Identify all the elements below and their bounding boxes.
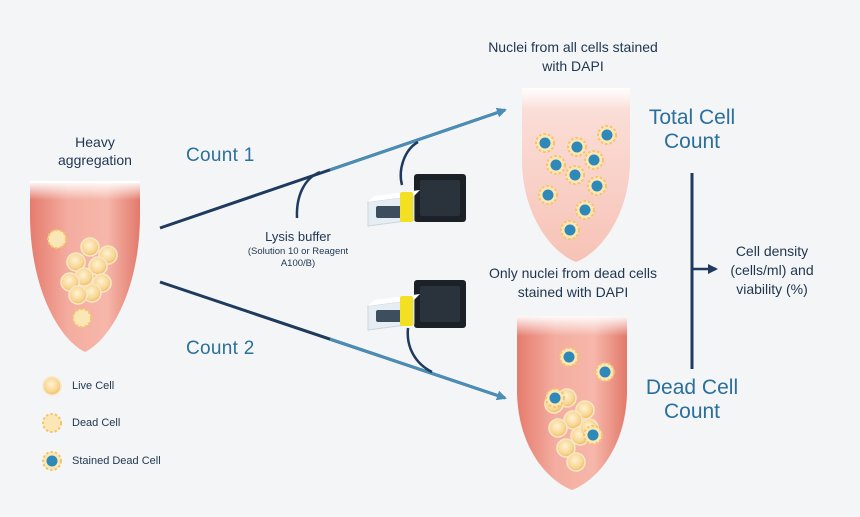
stained-dead-cell-icon [595, 362, 615, 382]
live-cell-icon [68, 285, 88, 305]
count2-label: Count 2 [186, 338, 255, 359]
cell-counter-instrument-2 [367, 280, 466, 331]
lysis-label: Lysis buffer [265, 229, 331, 244]
cell-counter-instrument-1 [367, 174, 466, 227]
legend-stained-label: Stained Dead Cell [72, 455, 161, 467]
cells-layer [42, 125, 617, 472]
stained-dead-cell-icon [587, 176, 607, 196]
stained-dead-cell-icon [559, 347, 579, 367]
live-cell-icon [80, 237, 100, 257]
stained-dead-cell-icon [575, 200, 595, 220]
live-cell-icon [556, 438, 576, 458]
stained-dead-cell-icon [538, 185, 558, 205]
lysis-connector-curve [295, 170, 321, 219]
count1-label: Count 1 [186, 145, 255, 166]
stained-dead-cell-icon [567, 137, 587, 157]
stained-dead-cell-icon [584, 150, 604, 170]
legend-live-label: Live Cell [72, 380, 115, 392]
stained-dead-cell-icon [535, 133, 555, 153]
legend-dead-cell-icon [42, 413, 62, 433]
stained-dead-cell-icon [565, 165, 585, 185]
dead-cell-icon [47, 229, 67, 249]
source-title: Heavy aggregation [58, 134, 132, 168]
count1-arrow-tip [329, 107, 507, 172]
output-label: Cell density (cells/ml) and viability (%… [730, 243, 814, 297]
stained-dead-cell-icon [597, 125, 617, 145]
legend-stained-cell-icon [42, 451, 62, 471]
dead-cell-icon [72, 308, 92, 328]
count2-arrow-tip [329, 337, 507, 401]
dead-count-label: Dead Cell Count [645, 376, 739, 423]
live-cell-icon [563, 410, 583, 430]
lysis-sub-label: (Solution 10 or Reagent A100/B) [247, 246, 349, 269]
live-cell-icon [548, 418, 568, 438]
legend-dead-label: Dead Cell [72, 417, 121, 429]
stained-dead-cell-icon [560, 220, 580, 240]
total-count-label: Total Cell Count [648, 106, 736, 153]
live-cell-icon [566, 452, 586, 472]
source-tube [30, 181, 140, 352]
bottom-tube-caption: Only nuclei from dead cells stained with… [488, 265, 658, 300]
stained-dead-cell-icon [583, 425, 603, 445]
instrument2-connector [406, 327, 433, 374]
top-tube-caption: Nuclei from all cells stained with DAPI [488, 39, 658, 74]
legend-live-cell-icon [42, 376, 62, 396]
stained-dead-cell-icon [545, 388, 565, 408]
instrument1-connector [399, 140, 419, 186]
stained-dead-cell-icon [546, 155, 566, 175]
live-cell-icon [66, 252, 86, 272]
